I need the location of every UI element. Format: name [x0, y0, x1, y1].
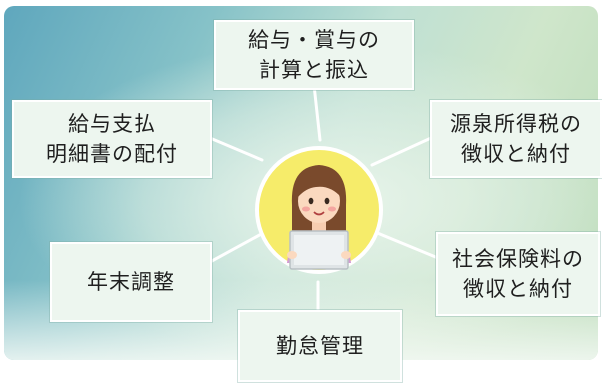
- node-year-end-adjustment: 年末調整: [50, 242, 212, 322]
- node-social-insurance-line1: 社会保険料の: [452, 247, 584, 271]
- node-withholding-tax-line1: 源泉所得税の: [450, 112, 582, 136]
- connector-withholding-tax: [370, 136, 433, 167]
- node-social-insurance: 社会保険料の 徴収と納付: [436, 232, 600, 316]
- node-withholding-tax-line2: 徴収と納付: [461, 142, 571, 166]
- connector-year-end: [208, 230, 267, 264]
- node-payslip-line2: 明細書の配付: [46, 142, 178, 166]
- node-salary-calculation-line2: 計算と振込: [259, 58, 369, 82]
- node-salary-calculation: 給与・賞与の 計算と振込: [214, 20, 414, 90]
- center-person-illustration: [255, 146, 383, 274]
- node-payslip-distribution: 給与支払 明細書の配付: [12, 100, 212, 178]
- node-attendance-management: 勤怠管理: [238, 310, 402, 382]
- node-salary-calculation-line1: 給与・賞与の: [248, 28, 380, 52]
- node-withholding-tax: 源泉所得税の 徴収と納付: [430, 100, 602, 178]
- node-year-end-label: 年末調整: [87, 270, 175, 294]
- connector-social-insurance: [373, 230, 440, 260]
- node-payslip-line1: 給与支払: [68, 112, 156, 136]
- connector-payslip: [208, 136, 264, 162]
- node-attendance-label: 勤怠管理: [276, 334, 364, 358]
- node-social-insurance-line2: 徴収と納付: [463, 277, 573, 301]
- connector-salary-calc: [312, 83, 322, 142]
